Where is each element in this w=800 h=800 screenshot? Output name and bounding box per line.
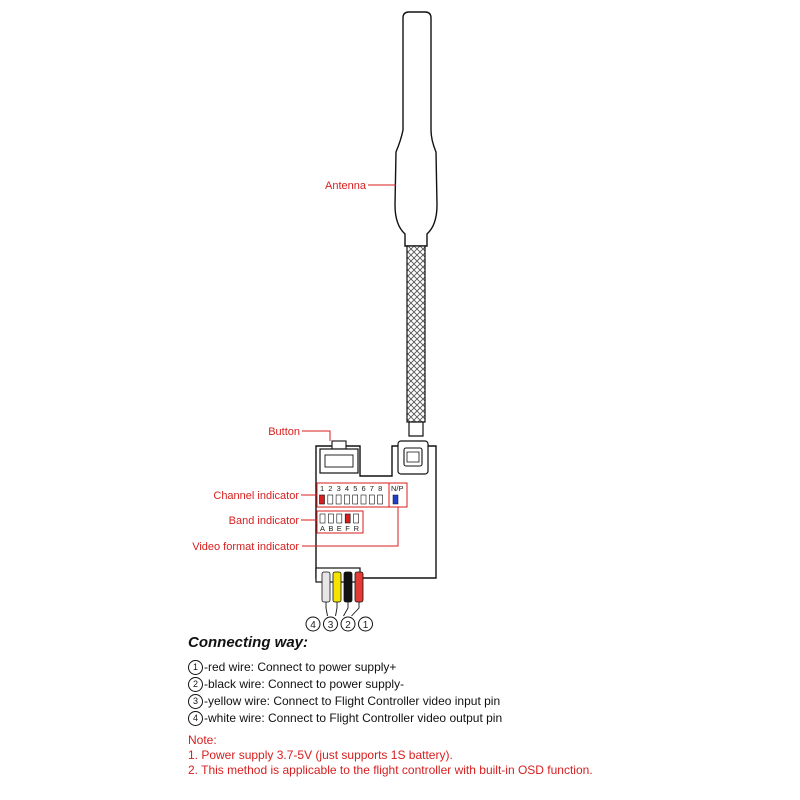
channel-led: [352, 494, 359, 505]
np-led: [392, 494, 399, 505]
red-wire: [354, 571, 364, 603]
wire-description-text: -black wire: Connect to power supply-: [204, 677, 405, 691]
wire-list: 1-red wire: Connect to power supply+2-bl…: [188, 659, 788, 727]
label-button: Button: [268, 426, 300, 438]
callout-leaders: [301, 184, 399, 547]
label-channel-indicator: Channel indicator: [213, 490, 299, 502]
wire-description: 1-red wire: Connect to power supply+: [188, 659, 788, 676]
channel-number: 2: [328, 484, 332, 493]
band-indicator-box: [316, 510, 364, 534]
note-title: Note:: [188, 733, 217, 747]
label-band-indicator: Band indicator: [229, 515, 300, 527]
wire-leader: [351, 602, 360, 617]
band-led: [328, 513, 334, 524]
band-leds: [319, 513, 359, 524]
band-letter: E: [337, 524, 342, 533]
connecting-heading: Connecting way:: [188, 634, 309, 651]
channel-led: [344, 494, 350, 505]
band-led: [336, 513, 343, 524]
channel-number: 4: [345, 484, 349, 493]
band-led: [319, 513, 326, 524]
circled-number: 4: [188, 711, 203, 726]
note-list: 1. Power supply 3.7-5V (just supports 1S…: [188, 748, 788, 778]
channel-led: [377, 494, 383, 505]
channel-led: [335, 494, 342, 505]
wire-leader: [343, 602, 349, 617]
circled-number: 1: [188, 660, 203, 675]
antenna-braided-cable: [406, 245, 426, 423]
yellow-wire: [332, 571, 342, 603]
wire-number-3: 3: [323, 616, 338, 632]
instructions-panel: Connecting way: 1-red wire: Connect to p…: [188, 634, 788, 778]
channel-number: 5: [353, 484, 357, 493]
wire-number-4: 4: [305, 616, 321, 632]
wires: [321, 571, 364, 617]
channel-number: 1: [320, 484, 324, 493]
wire-description-text: -white wire: Connect to Flight Controlle…: [204, 711, 503, 725]
svg-text:4: 4: [310, 620, 316, 631]
svg-text:1: 1: [363, 620, 369, 631]
svg-text:2: 2: [345, 620, 351, 631]
band-letter: R: [354, 524, 360, 533]
channel-number: 7: [370, 484, 374, 493]
channel-led: [360, 494, 367, 505]
channel-number: 6: [362, 484, 366, 493]
black-wire: [343, 571, 353, 603]
band-led: [344, 513, 351, 524]
wire-number-2: 2: [340, 616, 356, 632]
note-item: 2. This method is applicable to the flig…: [188, 763, 593, 777]
band-letter: B: [328, 524, 333, 533]
np-label: N/P: [391, 484, 404, 493]
wire-leader: [325, 602, 328, 617]
wire-number-1: 1: [358, 616, 373, 632]
antenna: [394, 11, 438, 437]
circled-number: 2: [188, 677, 203, 692]
wire-description-text: -red wire: Connect to power supply+: [204, 660, 397, 674]
wire-description-text: -yellow wire: Connect to Flight Controll…: [204, 694, 501, 708]
band-led: [353, 513, 359, 524]
wire-description: 2-black wire: Connect to power supply-: [188, 676, 788, 693]
wire-leader: [335, 602, 338, 617]
note-item: 1. Power supply 3.7-5V (just supports 1S…: [188, 748, 453, 762]
antenna-connector: [397, 440, 429, 475]
label-video-format-indicator: Video format indicator: [192, 541, 299, 553]
button-switch: [319, 440, 359, 474]
circled-number: 3: [188, 694, 203, 709]
wire-description: 4-white wire: Connect to Flight Controll…: [188, 710, 788, 727]
band-letter: A: [320, 524, 325, 533]
wire-description: 3-yellow wire: Connect to Flight Control…: [188, 693, 788, 710]
channel-leds: [319, 494, 383, 505]
channel-number: 3: [337, 484, 341, 493]
channel-number: 8: [378, 484, 382, 493]
label-antenna: Antenna: [325, 180, 367, 192]
white-wire: [321, 571, 331, 603]
band-letter: F: [345, 524, 350, 533]
channel-led: [327, 494, 334, 505]
channel-led: [368, 494, 375, 505]
channel-led: [319, 494, 325, 505]
svg-text:3: 3: [328, 620, 334, 631]
